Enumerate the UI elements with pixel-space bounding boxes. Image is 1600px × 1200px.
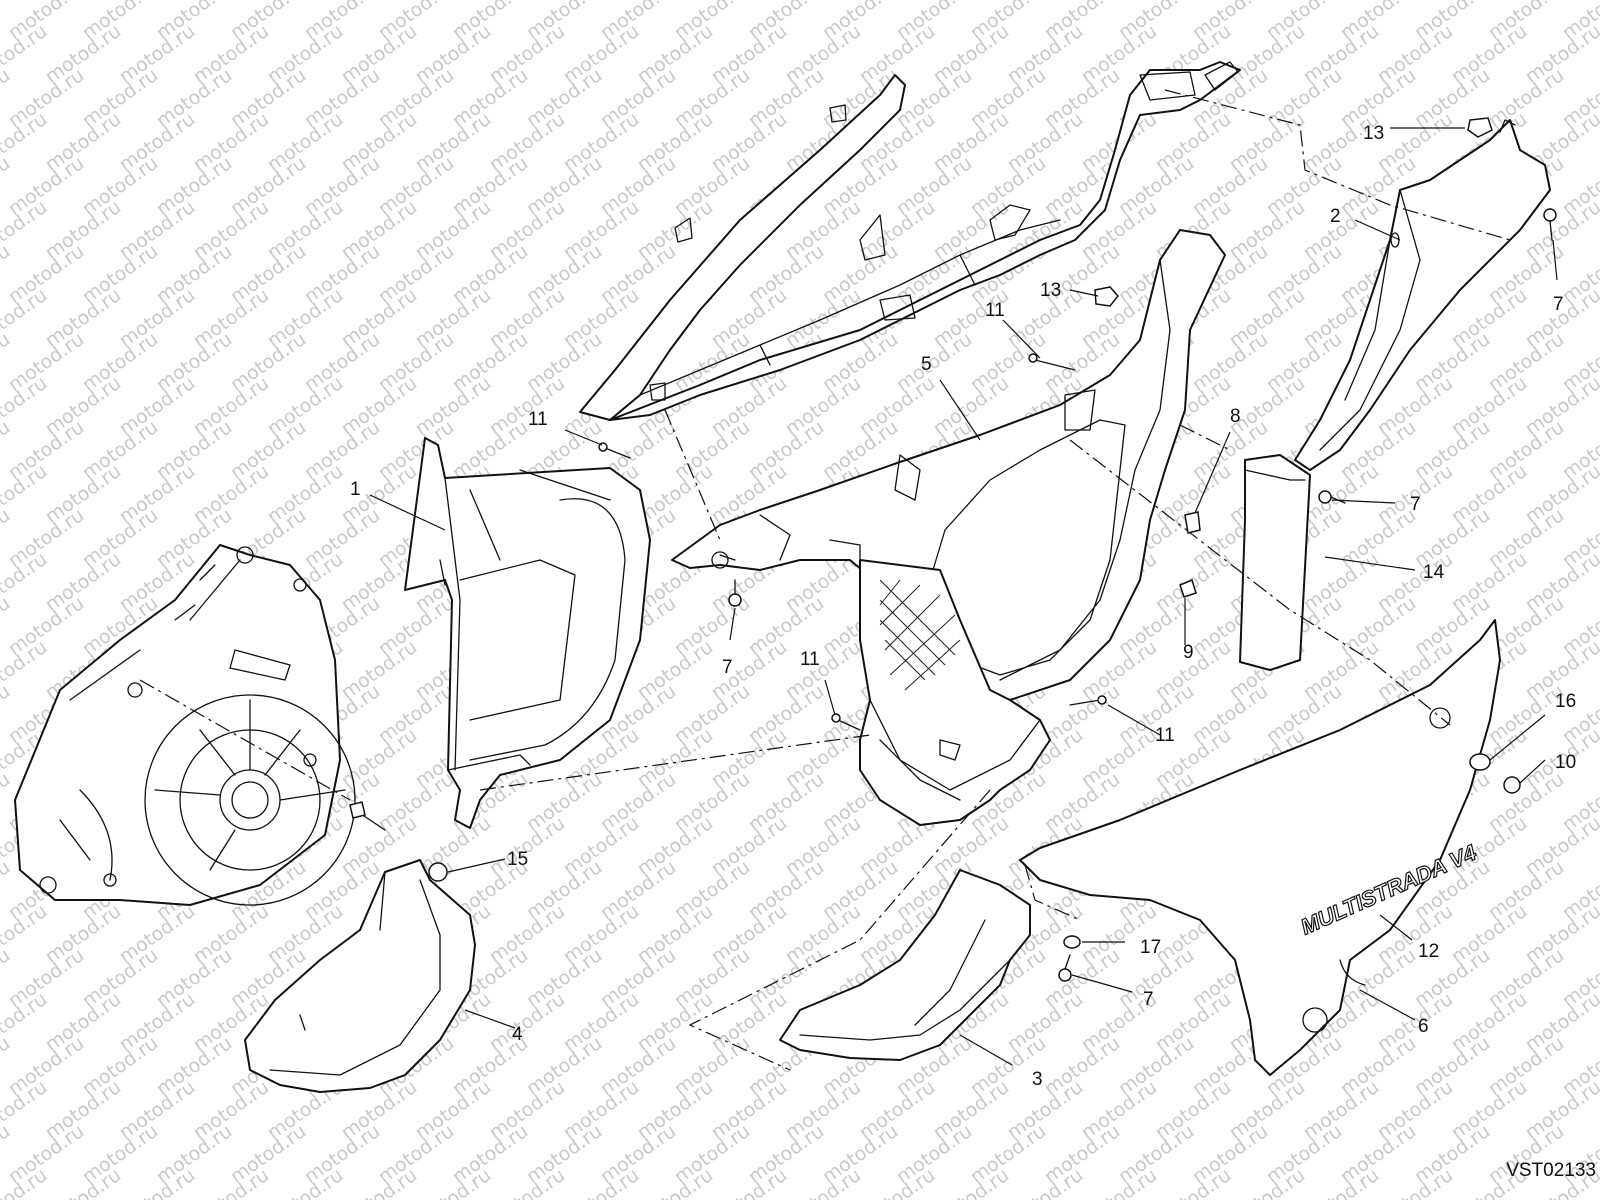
part-3-belly-pan [779, 869, 1031, 1061]
callout-7-c: 7 [722, 657, 733, 678]
callout-8: 8 [1230, 406, 1241, 427]
callout-labels: 1 2 3 4 5 6 7 7 7 7 8 9 10 11 11 11 11 1… [350, 123, 1576, 1090]
callout-1: 1 [350, 479, 361, 500]
callout-11-c: 11 [800, 649, 820, 670]
engine-cover [14, 544, 356, 906]
callout-5: 5 [921, 354, 932, 375]
part-2-front-fairing [1294, 119, 1551, 471]
bolt-15 [349, 801, 386, 831]
drawing-code: VST02133 [1506, 1160, 1596, 1181]
callout-3: 3 [1032, 1069, 1043, 1090]
washer-17 [1063, 935, 1081, 949]
clip-13-mid [1094, 286, 1119, 307]
leader-lines [369, 127, 1558, 1066]
callout-12: 12 [1418, 941, 1439, 962]
callout-13-b: 13 [1040, 280, 1061, 301]
bolt-11-b [1028, 353, 1076, 371]
callout-6: 6 [1418, 1016, 1429, 1037]
callout-7-a: 7 [1553, 294, 1564, 315]
callout-14: 14 [1423, 562, 1445, 583]
bolt-11-d [1069, 695, 1107, 706]
hardware [349, 117, 1557, 982]
callout-13-a: 13 [1363, 123, 1384, 144]
part-1-inner-panel [404, 437, 651, 829]
alignment-lines [139, 89, 1511, 1071]
callout-15: 15 [507, 849, 528, 870]
callout-16: 16 [1555, 691, 1576, 712]
callout-4: 4 [512, 1024, 523, 1045]
nut-15 [428, 862, 448, 882]
bolt-11-c [831, 713, 861, 731]
lower-vent-grille [859, 559, 1051, 826]
washer-16 [1469, 753, 1491, 771]
callout-7-b: 7 [1410, 494, 1421, 515]
callout-11-d: 11 [1155, 725, 1175, 746]
screw-10 [1503, 776, 1521, 794]
screw-7-lower [1058, 954, 1072, 982]
clip-13-upper [1467, 117, 1493, 138]
clip-8 [1184, 511, 1201, 534]
screw-7-left [728, 579, 742, 607]
part-4-lower-spoiler [244, 859, 476, 1093]
upper-fairing [579, 61, 1241, 421]
callout-2: 2 [1330, 206, 1341, 227]
screw-7-upper-right [1543, 208, 1557, 241]
callout-9: 9 [1183, 642, 1194, 663]
callout-17: 17 [1140, 937, 1161, 958]
clip-9 [1179, 578, 1197, 598]
callout-10: 10 [1555, 752, 1576, 773]
callout-7-d: 7 [1143, 989, 1154, 1010]
part-14-side-strip [1239, 454, 1311, 671]
callout-11-a: 11 [985, 300, 1005, 321]
callout-11-b: 11 [528, 409, 548, 430]
